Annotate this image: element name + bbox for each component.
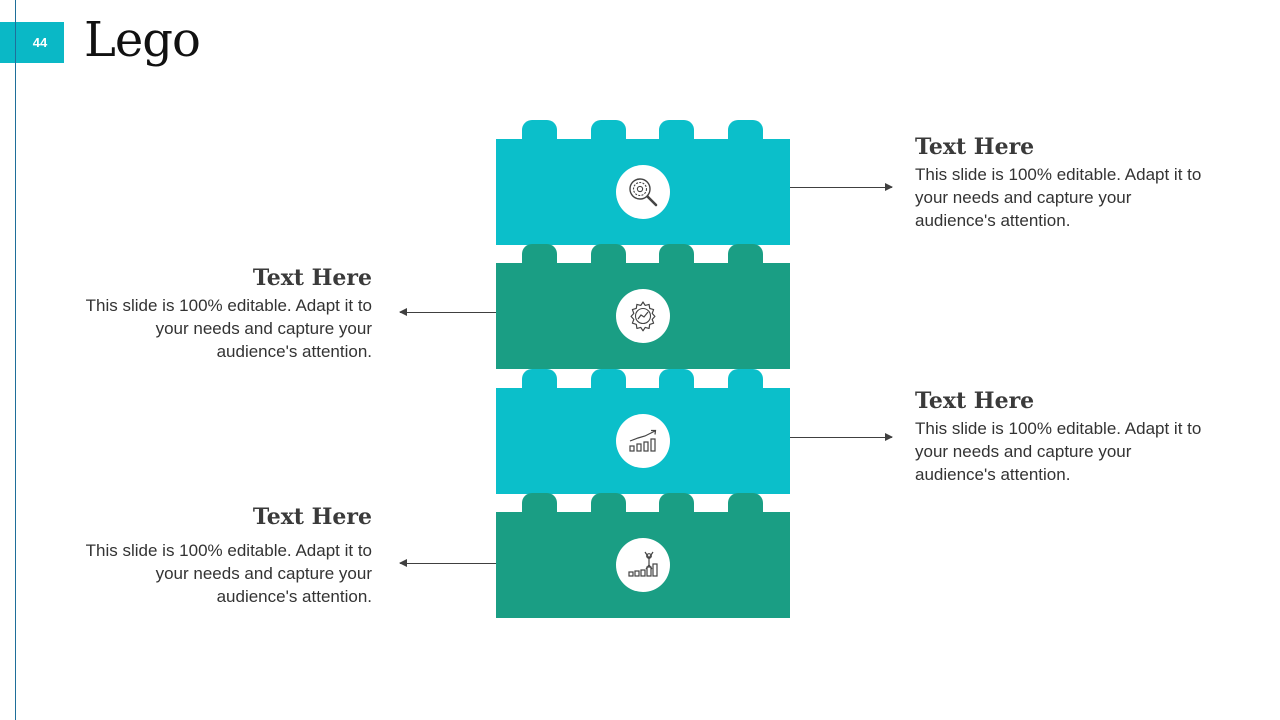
brick-stud bbox=[659, 120, 694, 144]
left-rule-divider bbox=[15, 0, 16, 720]
block-heading: Text Here bbox=[915, 388, 1035, 414]
connector-arrow-2 bbox=[399, 308, 496, 316]
slide-number-tab bbox=[0, 22, 15, 63]
brick-stud bbox=[522, 493, 557, 517]
brick-stud bbox=[522, 244, 557, 268]
growth-chart-icon bbox=[629, 429, 657, 452]
block-body: This slide is 100% editable. Adapt it to… bbox=[915, 419, 1202, 484]
connector-arrow-1 bbox=[790, 183, 893, 191]
text-block-3: Text Here This slide is 100% editable. A… bbox=[915, 387, 1205, 486]
slide-number: 44 bbox=[16, 22, 64, 63]
block-heading: Text Here bbox=[252, 265, 372, 291]
connector-arrow-4 bbox=[399, 559, 496, 567]
text-block-2: Text Here This slide is 100% editable. A… bbox=[82, 264, 372, 363]
icon-badge bbox=[616, 165, 670, 219]
brick-stud bbox=[522, 120, 557, 144]
block-heading: Text Here bbox=[252, 504, 372, 530]
lego-brick-3 bbox=[496, 369, 790, 494]
block-body: This slide is 100% editable. Adapt it to… bbox=[85, 296, 372, 361]
brick-stud bbox=[591, 369, 626, 393]
brick-stud bbox=[659, 493, 694, 517]
block-body: This slide is 100% editable. Adapt it to… bbox=[915, 165, 1202, 230]
icon-badge bbox=[616, 414, 670, 468]
search-gear-icon bbox=[629, 178, 658, 207]
lego-brick-2 bbox=[496, 244, 790, 369]
block-heading: Text Here bbox=[915, 134, 1035, 160]
icon-badge bbox=[616, 538, 670, 592]
text-block-4: Text Here This slide is 100% editable. A… bbox=[82, 503, 372, 608]
gear-chart-icon bbox=[630, 301, 656, 332]
brick-stud bbox=[591, 493, 626, 517]
brick-stud bbox=[659, 244, 694, 268]
brick-stud bbox=[728, 244, 763, 268]
text-block-1: Text Here This slide is 100% editable. A… bbox=[915, 133, 1205, 232]
bars-growth-icon bbox=[628, 551, 658, 577]
brick-stud bbox=[659, 369, 694, 393]
brick-stud bbox=[728, 369, 763, 393]
brick-stud bbox=[522, 369, 557, 393]
brick-stud bbox=[728, 493, 763, 517]
brick-stud bbox=[591, 120, 626, 144]
brick-stud bbox=[591, 244, 626, 268]
connector-arrow-3 bbox=[790, 433, 893, 441]
lego-brick-1 bbox=[496, 120, 790, 245]
icon-badge bbox=[616, 289, 670, 343]
brick-stud bbox=[728, 120, 763, 144]
block-body: This slide is 100% editable. Adapt it to… bbox=[85, 541, 372, 606]
lego-brick-4 bbox=[496, 493, 790, 618]
slide-title: Lego bbox=[84, 12, 201, 68]
